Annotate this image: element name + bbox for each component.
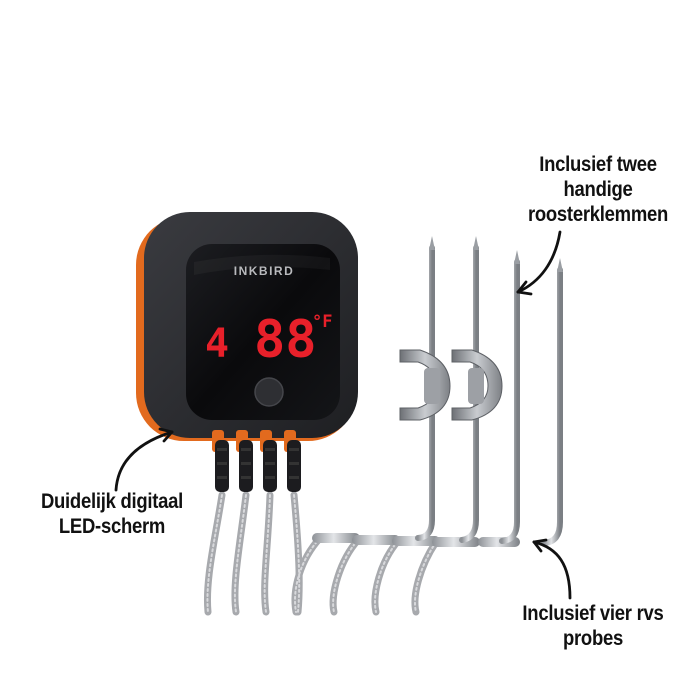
brand-logo: INKBIRD <box>234 264 295 278</box>
probe-1 <box>415 245 435 541</box>
probe-3 <box>499 259 520 544</box>
power-button[interactable] <box>254 377 284 407</box>
probe-number: 4 <box>205 321 229 367</box>
callout-grill-clips: Inclusief twee handige roosterklemmen <box>510 152 686 227</box>
grill-clip-2 <box>451 349 503 421</box>
cable-8 <box>411 538 440 616</box>
stainless-probes <box>415 245 563 546</box>
callout-led-screen: Duidelijk digitaal LED-scherm <box>15 489 209 539</box>
callout-arrows <box>114 230 572 600</box>
probe-jacks <box>212 430 301 492</box>
arrow-probes-icon <box>532 538 572 600</box>
grill-clips <box>399 349 503 421</box>
cable-6 <box>329 536 362 616</box>
probe-2 <box>459 245 479 543</box>
temperature-unit: °F <box>312 312 332 332</box>
callout-screen-line2: LED-scherm <box>58 515 166 538</box>
arrow-clips-icon <box>516 230 562 296</box>
callout-probes: Inclusief vier rvs probes <box>501 601 686 651</box>
thermometer-device: INKBIRD 4 88 °F <box>136 212 358 492</box>
device-screen <box>186 244 340 420</box>
arrow-screen-icon <box>114 427 174 492</box>
callout-probes-line1: Inclusief vier rvs <box>522 602 664 625</box>
callout-screen-line1: Duidelijk digitaal <box>40 490 184 513</box>
callout-probes-line2: probes <box>562 627 624 650</box>
probe-cables <box>203 491 440 616</box>
probe-jack-3 <box>260 430 277 492</box>
probe-jack-2 <box>236 430 253 492</box>
grill-clip-1 <box>399 349 451 421</box>
probe-4 <box>541 267 563 546</box>
probe-jack-4 <box>284 430 301 492</box>
callout-clips-line2: handige <box>563 178 633 201</box>
probe-jack-1 <box>212 430 229 492</box>
temperature-readout: 88 <box>254 310 317 370</box>
callout-clips-line1: Inclusief twee <box>539 153 657 176</box>
callout-clips-line3: roosterklemmen <box>527 203 669 226</box>
probe-tips <box>429 236 563 272</box>
